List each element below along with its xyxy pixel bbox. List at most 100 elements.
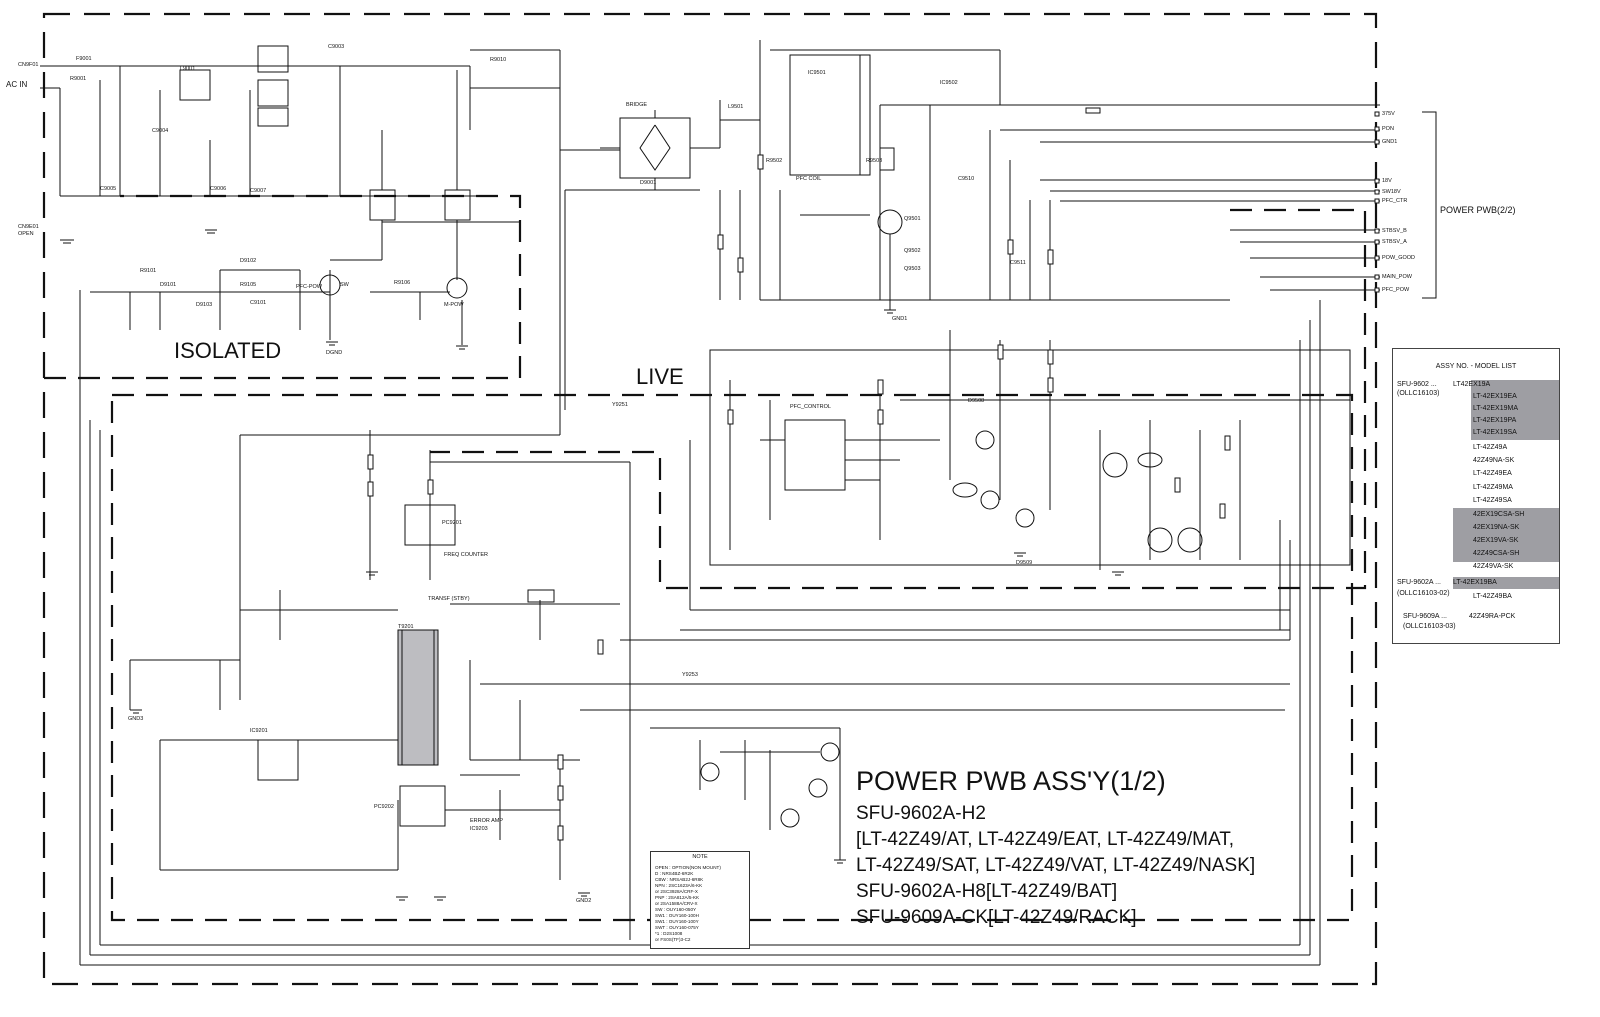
component-label: Q9503 <box>904 266 921 272</box>
assy-number: SFU-9602 ... <box>1397 381 1437 388</box>
model-shade <box>1453 508 1559 562</box>
note-row: CBW : NRSAB2J-6R8K <box>655 877 704 882</box>
ac-in-label: AC IN <box>6 80 28 89</box>
assy-number: SFU-9602A ... <box>1397 579 1441 586</box>
model-name: LT-42Z49BA <box>1473 593 1512 600</box>
model-name: LT-42Z49A <box>1473 444 1508 451</box>
component-label: D9101 <box>160 282 177 288</box>
component-label: D9102 <box>240 258 257 264</box>
component-label: GND1 <box>892 316 908 322</box>
model-name: 42Z49CSA-SH <box>1473 550 1520 557</box>
rail-pfc-pow: PFC_POW <box>1382 287 1410 293</box>
title-line: LT-42Z49/SAT, LT-42Z49/VAT, LT-42Z49/NAS… <box>856 855 1256 876</box>
resistor-symbols <box>367 107 1231 841</box>
component-label: C9101 <box>250 300 267 306</box>
rail-pon: PON <box>1382 126 1394 132</box>
model-name: LT42EX19A <box>1453 381 1491 388</box>
component-label: Y9253 <box>682 672 698 678</box>
component-label: PC9202 <box>374 804 394 810</box>
note-title: NOTE <box>692 854 708 860</box>
ground-symbols <box>60 229 1124 901</box>
model-name: 42Z49RA-PCK <box>1469 613 1516 620</box>
gnd-connector-label: CN9E01 <box>18 224 39 230</box>
component-label: C9510 <box>958 176 975 182</box>
assy-code: (OLLC16103-02) <box>1397 590 1450 597</box>
component-label: D9103 <box>196 302 213 308</box>
title-line: SFU-9609A-CK[LT-42Z49/RACK] <box>856 907 1137 928</box>
component-label: PFC COIL <box>796 176 822 182</box>
note-row: SW1 : OUY160-100Y <box>655 919 699 924</box>
component-label: Q9502 <box>904 248 921 254</box>
model-shade <box>1471 380 1559 440</box>
rail-stbsv-a: STBSV_A <box>1382 239 1407 245</box>
component-label: C9005 <box>100 186 117 192</box>
component-label: SW <box>340 282 349 288</box>
component-label: FREQ COUNTER <box>444 552 488 558</box>
note-row: or 2SA1588A/CRV-X <box>655 901 698 906</box>
note-row: D : NRS4BZ-6R2K <box>655 871 694 876</box>
model-name: 42EX19NA-SK <box>1473 524 1520 531</box>
note-row: SW1 : OUY160-100H <box>655 913 699 918</box>
note-row: OPEN : OPTION(NON MOUNT) <box>655 865 721 870</box>
isolated-boundary <box>44 194 522 380</box>
component-label: GND2 <box>576 898 592 904</box>
assy-code: (OLLC16103-03) <box>1403 623 1456 630</box>
component-label: L9001 <box>180 66 196 72</box>
model-list-box: ASSY NO. - MODEL LIST SFU-9602 ... (OLLC… <box>1392 348 1560 644</box>
ac-connector-label: CN9F01 <box>18 62 39 68</box>
component-label: R9105 <box>240 282 257 288</box>
component-label: R9101 <box>140 268 157 274</box>
title-line: SFU-9602A-H2 <box>856 803 986 824</box>
component-label: C9007 <box>250 188 267 194</box>
rail-375v: 375V <box>1382 111 1395 117</box>
component-label: GND3 <box>128 716 144 722</box>
component-label: BRIDGE <box>626 102 648 108</box>
component-label: R9010 <box>490 57 507 63</box>
model-name: LT-42Z49MA <box>1473 484 1513 491</box>
component-label: Q9501 <box>904 216 921 222</box>
rail-18v: 18V <box>1382 178 1392 184</box>
note-row: SWT : OUY160-075Y <box>655 925 699 930</box>
board-outline <box>42 12 1378 986</box>
component-label: IC9201 <box>250 728 268 734</box>
rail-main-pow: MAIN_POW <box>1382 274 1412 280</box>
rail-pow-good: POW_GOOD <box>1382 255 1416 261</box>
component-label: C9003 <box>328 44 345 50</box>
assy-code: (OLLC16103) <box>1397 390 1440 397</box>
note-box: NOTE OPEN : OPTION(NON MOUNT) D : NRS4BZ… <box>650 851 750 949</box>
title-line: [LT-42Z49/AT, LT-42Z49/EAT, LT-42Z49/MAT… <box>856 829 1235 850</box>
component-label: IC9501 <box>808 70 826 76</box>
component-label: D9509 <box>1016 560 1033 566</box>
wiring <box>40 40 1437 966</box>
model-name: LT-42EX19EA <box>1473 393 1517 400</box>
component-label: PC9201 <box>442 520 462 526</box>
component-label: IC9502 <box>940 80 958 86</box>
page-title: POWER PWB ASS'Y(1/2) <box>856 766 1166 796</box>
rail-connectors <box>1374 111 1380 293</box>
power-pwb-2-2-label: POWER PWB(2/2) <box>1440 205 1516 215</box>
component-label: TRANSF (STBY) <box>428 596 470 602</box>
component-label: M-POW <box>444 302 464 308</box>
note-row: PNP : 2SA812A/5-KK <box>655 895 700 900</box>
note-row: or 2SC3928A/CRF-X <box>655 889 698 894</box>
title-line: SFU-9602A-H8[LT-42Z49/BAT] <box>856 881 1118 902</box>
note-row: or FS0S(TF)3-C2 <box>655 937 691 942</box>
rail-stbsv-b: STBSV_B <box>1382 228 1407 234</box>
model-name: 42Z49VA-SK <box>1473 563 1514 570</box>
rail-gnd1: GND1 <box>1382 139 1398 145</box>
live-zone-label: LIVE <box>636 364 684 389</box>
model-name: 42Z49NA-SK <box>1473 457 1515 464</box>
live-boundary <box>430 208 1367 590</box>
component-label: C9006 <box>210 186 227 192</box>
component-label: D9001 <box>640 180 657 186</box>
model-name: 42EX19CSA-SH <box>1473 511 1525 518</box>
model-shade <box>1453 577 1559 589</box>
model-name: 42EX19VA-SK <box>1473 537 1519 544</box>
assy-number: SFU-9609A ... <box>1403 613 1447 620</box>
isolated-zone-label: ISOLATED <box>174 338 282 363</box>
model-list-heading: ASSY NO. - MODEL LIST <box>1435 363 1517 370</box>
component-label: R9001 <box>70 76 87 82</box>
component-label: R9502 <box>766 158 783 164</box>
model-name: LT-42Z49EA <box>1473 470 1512 477</box>
component-label: DGND <box>326 350 343 356</box>
